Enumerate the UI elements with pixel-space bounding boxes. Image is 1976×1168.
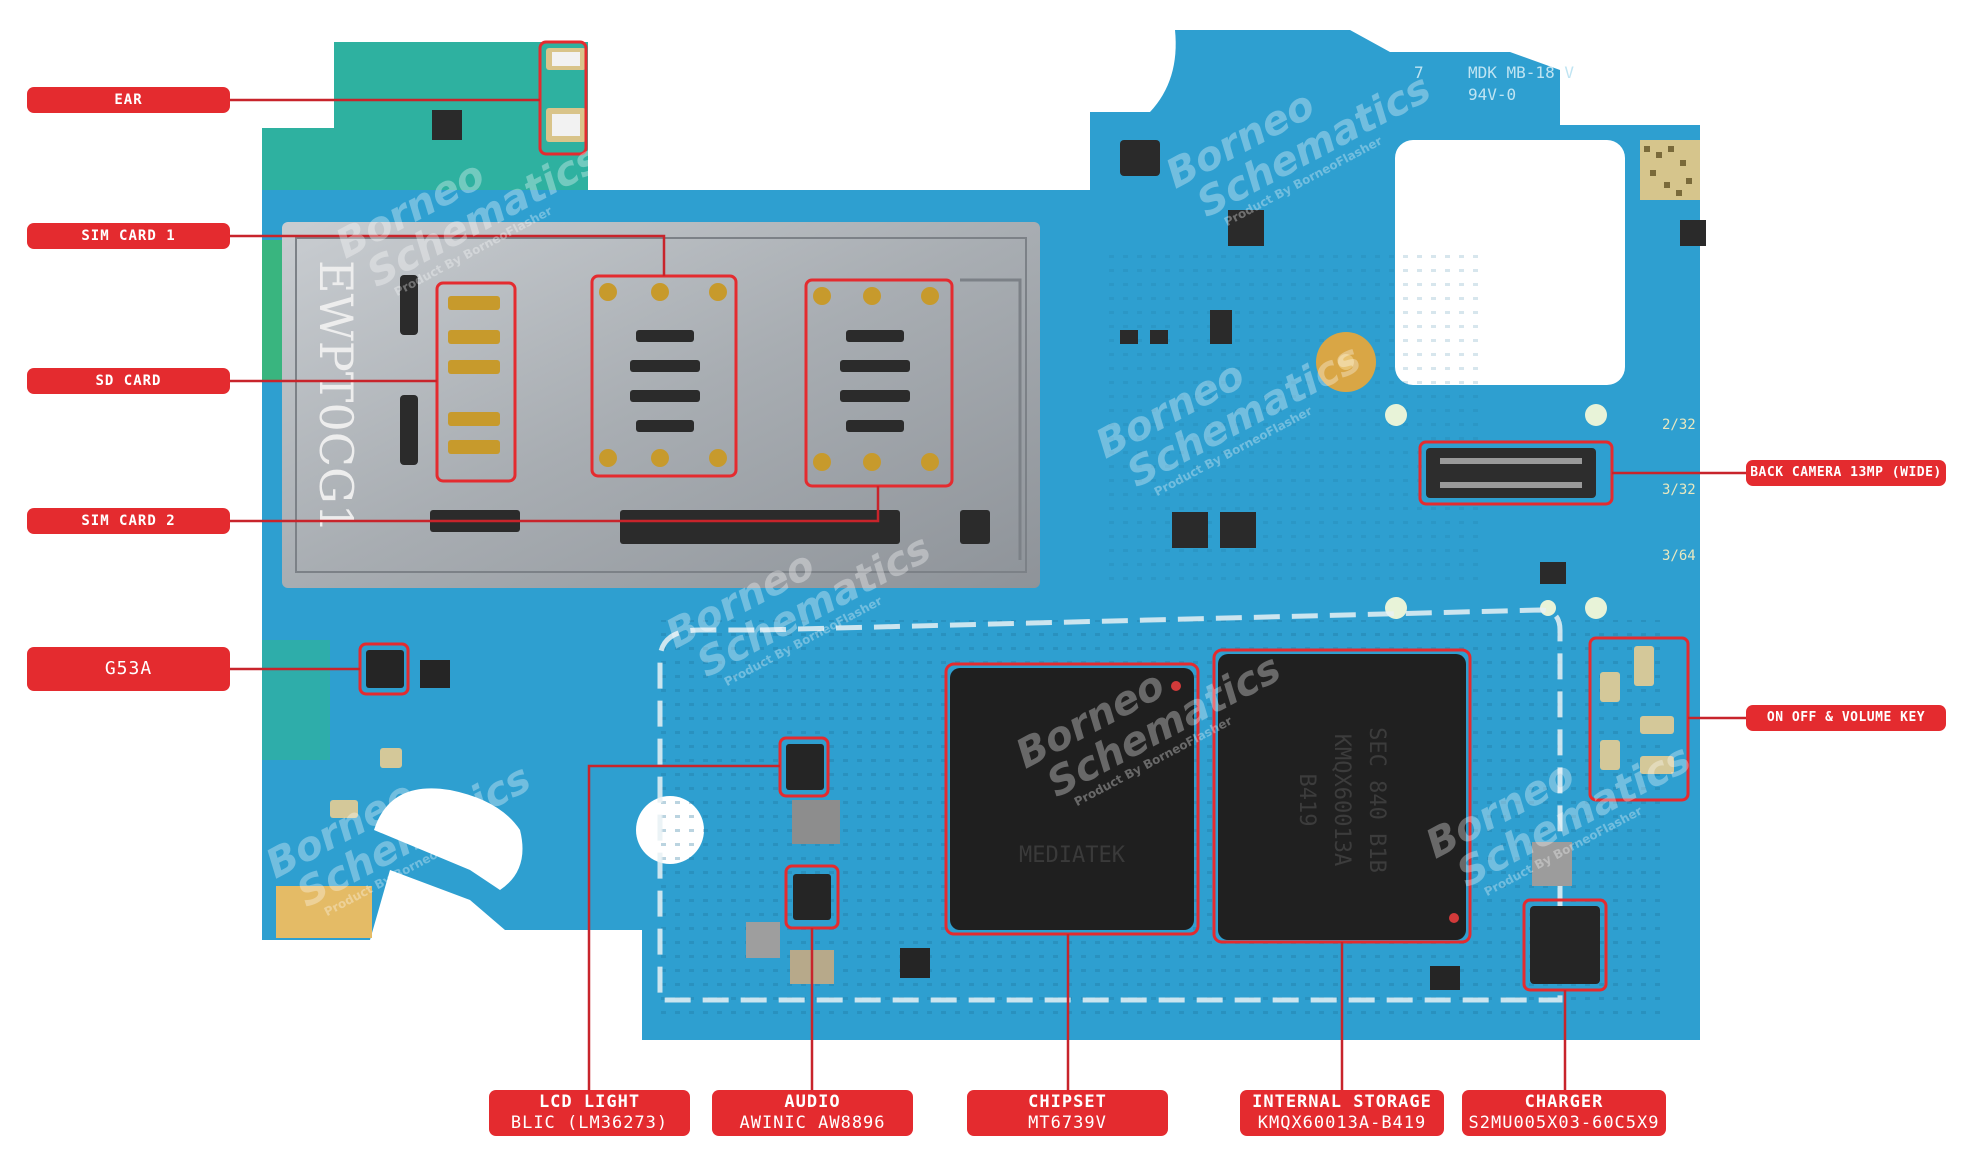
- emmc-text3: B419: [1294, 774, 1319, 827]
- label-internal-storage: INTERNAL STORAGE KMQX60013A-B419: [1240, 1090, 1444, 1136]
- label-on-off-volume: ON OFF & VOLUME KEY: [1746, 705, 1946, 731]
- label-chipset-part: MT6739V: [1028, 1113, 1107, 1133]
- pcb-green-edge: [262, 42, 588, 190]
- hl-ear: [538, 40, 588, 156]
- label-lcd-light-title: LCD LIGHT: [538, 1092, 641, 1112]
- charger-ic: [1530, 906, 1600, 984]
- emmc-text1: SEC 840 B1B: [1364, 727, 1389, 873]
- sim-tray: [282, 222, 1040, 588]
- leader-sim1: [230, 234, 666, 276]
- silk-7: 7: [1414, 63, 1424, 82]
- label-charger: CHARGER S2MU005X03-60C5X9: [1462, 1090, 1666, 1136]
- g53a-ic: [366, 650, 404, 688]
- label-storage-part: KMQX60013A-B419: [1257, 1113, 1427, 1133]
- lcd-light-ic: [786, 744, 824, 790]
- silk-cap3: 3/64: [1662, 548, 1696, 564]
- label-chipset-title: CHIPSET: [1028, 1092, 1107, 1112]
- tray-text: EWPT0CG1: [309, 260, 363, 533]
- label-sim-card-1: SIM CARD 1: [27, 223, 230, 249]
- label-back-camera: BACK CAMERA 13MP (WIDE): [1746, 460, 1946, 486]
- label-lcd-light-part: BLIC (LM36273): [510, 1113, 669, 1133]
- leader-sim2: [230, 486, 880, 523]
- silk-top: MDK MB-18 V: [1468, 63, 1574, 82]
- leader-lcd: [587, 764, 780, 1090]
- emmc-text2: KMQX60013A: [1329, 734, 1354, 866]
- label-g53a: G53A: [27, 647, 230, 691]
- camera-connector: [1426, 448, 1596, 498]
- hl-chipset: [944, 662, 1200, 936]
- emmc-ic: [1218, 654, 1466, 940]
- silk-cap2: 3/32: [1662, 482, 1696, 498]
- label-audio-title: AUDIO: [784, 1092, 841, 1112]
- label-lcd-light: LCD LIGHT BLIC (LM36273): [489, 1090, 690, 1136]
- label-charger-title: CHARGER: [1524, 1092, 1604, 1112]
- silk-top2: 94V-0: [1468, 85, 1516, 104]
- label-charger-part: S2MU005X03-60C5X9: [1468, 1113, 1660, 1133]
- silk-cap1: 2/32: [1662, 417, 1696, 433]
- chipset-ic: [950, 668, 1194, 930]
- soc-text: MEDIATEK: [1019, 843, 1126, 868]
- label-sim-card-2: SIM CARD 2: [27, 508, 230, 534]
- label-ear: EAR: [27, 87, 230, 113]
- pcb-cutout-left: [374, 788, 523, 890]
- audio-ic: [793, 874, 831, 920]
- label-sd-card: SD CARD: [27, 368, 230, 394]
- label-chipset: CHIPSET MT6739V: [967, 1090, 1168, 1136]
- label-audio: AUDIO AWINIC AW8896: [712, 1090, 913, 1136]
- label-storage-title: INTERNAL STORAGE: [1252, 1092, 1432, 1112]
- label-audio-part: AWINIC AW8896: [739, 1113, 886, 1133]
